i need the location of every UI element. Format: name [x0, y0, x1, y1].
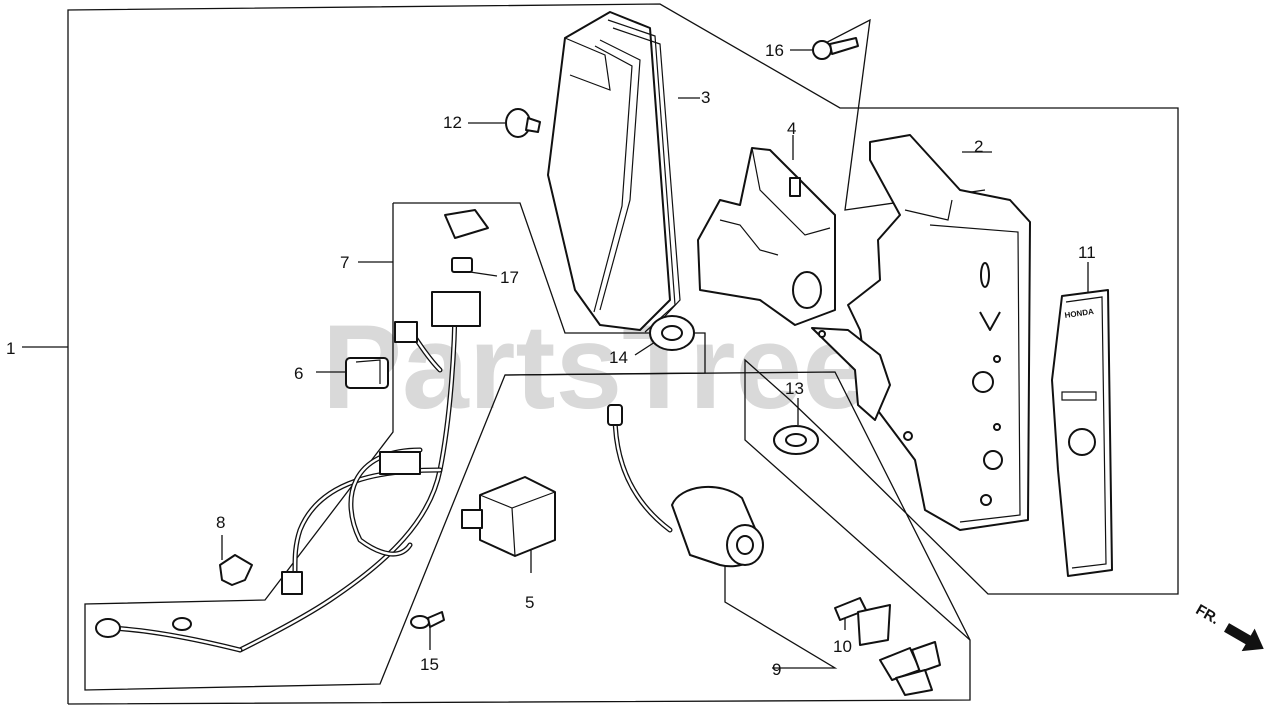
callout-6: 6 [294, 364, 303, 383]
callout-4: 4 [787, 119, 796, 138]
switch-group-outline [504, 371, 971, 641]
leader-14 [634, 341, 656, 356]
bracket-hole-lower [903, 431, 913, 441]
callout-16: 16 [765, 41, 784, 60]
callout-7: 7 [340, 253, 349, 272]
fuse-cap-part [444, 209, 489, 239]
grommet-part [773, 425, 819, 455]
control-box-housing-part [847, 134, 1031, 531]
callout-13: 13 [785, 379, 804, 398]
callout-10: 10 [833, 637, 852, 656]
air-cleaner-cover-part [547, 11, 681, 333]
leader-9 [724, 565, 838, 669]
callout-9: 9 [772, 660, 781, 679]
screw-small-part [410, 611, 445, 629]
relay-part [461, 476, 556, 557]
assembly-outline [67, 3, 1179, 705]
callout-2: 2 [974, 137, 983, 156]
ignition-switch-part [607, 404, 764, 568]
decal-label-part: HONDA [1051, 289, 1113, 577]
harness-eyelet [172, 617, 192, 631]
screw-part [812, 37, 859, 60]
clip-part [219, 554, 253, 586]
callout-17: 17 [500, 268, 519, 287]
leader-17 [469, 271, 498, 277]
wiring-harness-part [95, 291, 481, 653]
harness-end-connector [281, 571, 303, 595]
callout-3: 3 [701, 88, 710, 107]
callout-11: 11 [1078, 243, 1096, 262]
callout-8: 8 [216, 513, 225, 532]
bracket-hole [818, 330, 826, 338]
arrow-icon [1224, 623, 1264, 652]
harness-plug [379, 451, 421, 475]
callout-1: 1 [6, 339, 15, 358]
decal-brand: HONDA [1064, 307, 1095, 320]
plug-part [505, 108, 541, 138]
fuse-part [451, 257, 473, 273]
front-direction-indicator: FR. [1193, 601, 1264, 652]
grommet-large-part [649, 315, 695, 351]
callout-5: 5 [525, 593, 534, 612]
connector-part [345, 357, 389, 389]
key-part [834, 597, 941, 696]
housing-bracket-part [811, 327, 891, 421]
harness-terminal [394, 321, 418, 343]
harness-connector [431, 291, 481, 327]
leader-16 [790, 18, 986, 211]
panel-bracket-part [697, 147, 836, 326]
callout-15: 15 [420, 655, 439, 674]
callout-12: 12 [443, 113, 462, 132]
direction-label: FR. [1193, 601, 1222, 628]
callout-14: 14 [609, 348, 628, 367]
harness-ring-terminal [95, 618, 121, 638]
